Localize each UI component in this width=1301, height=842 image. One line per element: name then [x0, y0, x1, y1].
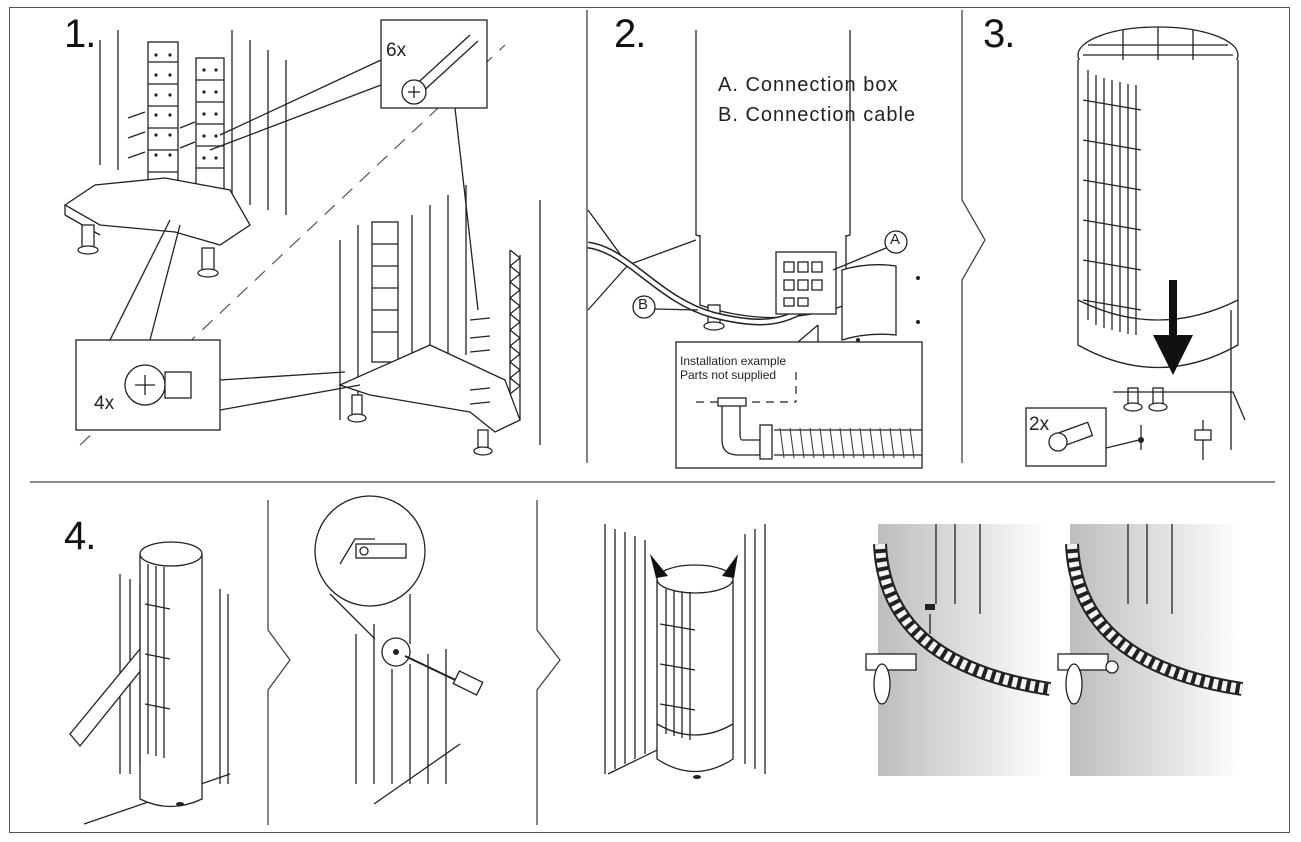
step-1-illustration — [63, 19, 541, 456]
step-number-4: 4. — [64, 514, 96, 558]
callout-a: A — [890, 231, 901, 248]
panel-step-2: 2. — [587, 0, 962, 470]
panel-step-4: 4. — [0, 484, 1290, 834]
callout-b: B — [638, 296, 649, 313]
panel-step-1: 1. — [0, 0, 590, 470]
step-number-2: 2. — [614, 12, 646, 56]
screw-count-large: 6x — [386, 40, 407, 61]
step-3-illustration — [1025, 26, 1246, 467]
step-4-illustration — [69, 495, 1244, 825]
step-2-illustration — [587, 30, 923, 469]
step-number-3: 3. — [983, 12, 1015, 56]
panel-step-3: 3. 2x — [963, 0, 1289, 470]
step-number-1: 1. — [64, 12, 96, 56]
note-parts-not-supplied: Parts not supplied — [680, 368, 777, 382]
label-connection-cable: B. Connection cable — [718, 104, 917, 126]
label-connection-box: A. Connection box — [718, 74, 899, 96]
bolt-count: 2x — [1029, 414, 1050, 435]
note-installation-example: Installation example — [680, 354, 787, 368]
screw-count-small: 4x — [94, 393, 115, 414]
